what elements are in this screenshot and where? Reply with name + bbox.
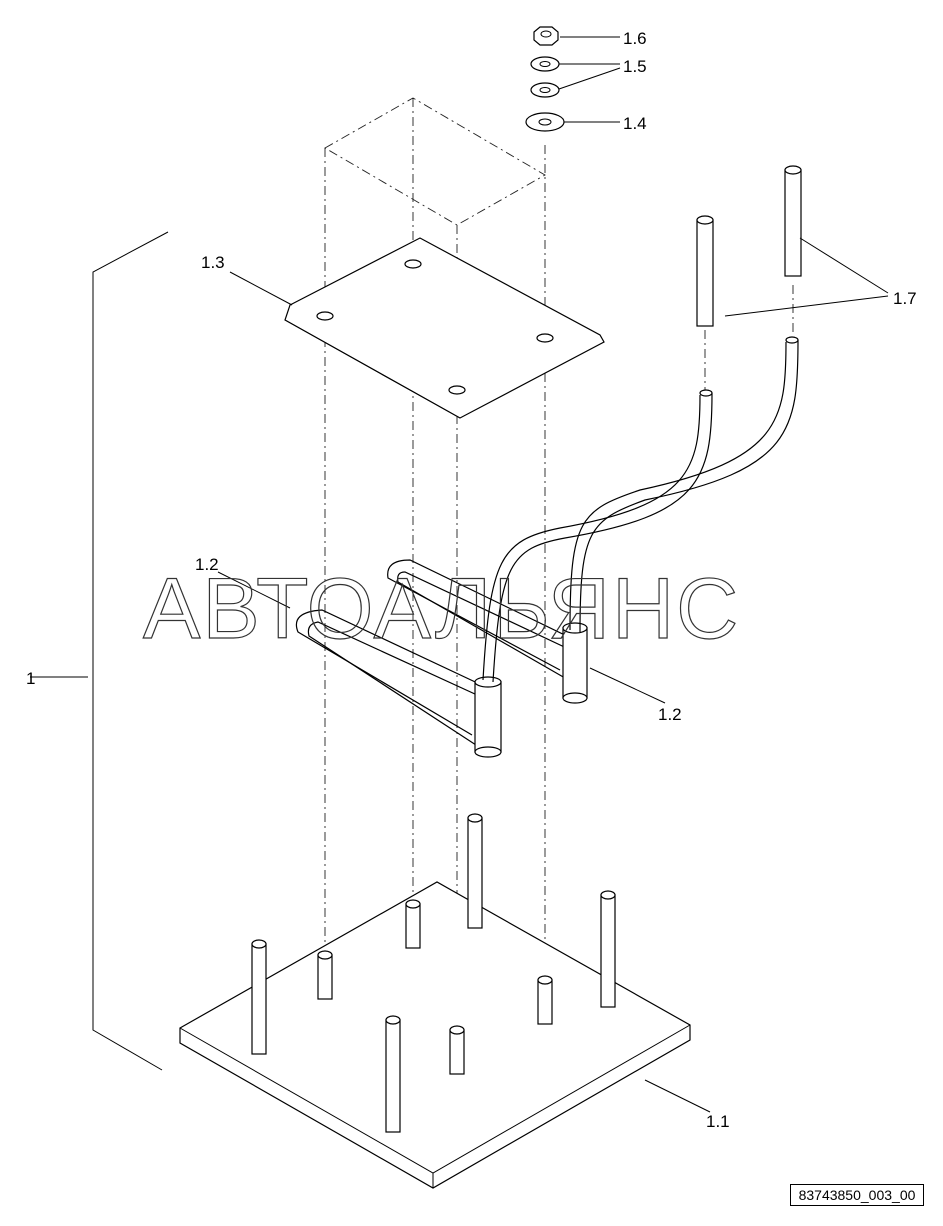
base-plate bbox=[179, 881, 691, 1189]
cover-plate bbox=[284, 237, 605, 419]
label-washer-large: 1.4 bbox=[623, 114, 647, 133]
stud-short bbox=[449, 1025, 465, 1075]
stud bbox=[251, 939, 267, 1055]
watermark-text: АВТОАЛЬЯНС bbox=[143, 561, 740, 657]
stud-short bbox=[405, 899, 421, 949]
assembly-bracket bbox=[30, 231, 169, 1071]
fastener-hardware bbox=[525, 26, 565, 132]
heater-element-right bbox=[387, 559, 588, 704]
callout-labels: 1.6 1.5 1.4 1.3 1.7 1.2 1.2 1 1.1 bbox=[26, 29, 917, 1131]
washer-large bbox=[525, 112, 565, 132]
label-heater-left: 1.2 bbox=[195, 555, 219, 574]
label-heater-right: 1.2 bbox=[658, 705, 682, 724]
stud-short bbox=[537, 975, 553, 1025]
label-cover-plate: 1.3 bbox=[201, 253, 225, 272]
nut bbox=[533, 26, 559, 46]
label-sleeve: 1.7 bbox=[893, 289, 917, 308]
heater-element-left bbox=[295, 609, 502, 758]
label-assembly: 1 bbox=[26, 669, 35, 688]
base-studs bbox=[251, 813, 616, 1133]
washer-small bbox=[530, 56, 560, 72]
stud bbox=[600, 890, 616, 1008]
stud bbox=[467, 813, 483, 929]
stud bbox=[385, 1015, 401, 1133]
sleeves bbox=[696, 165, 802, 327]
label-base-plate: 1.1 bbox=[706, 1112, 730, 1131]
label-nut: 1.6 bbox=[623, 29, 647, 48]
heater-leads bbox=[482, 336, 799, 683]
washer-small bbox=[530, 82, 560, 98]
stud-short bbox=[317, 950, 333, 1000]
leader-lines bbox=[217, 36, 889, 1113]
label-washer-small: 1.5 bbox=[623, 57, 647, 76]
drawing-reference-code: 83743850_003_00 bbox=[790, 1184, 924, 1206]
